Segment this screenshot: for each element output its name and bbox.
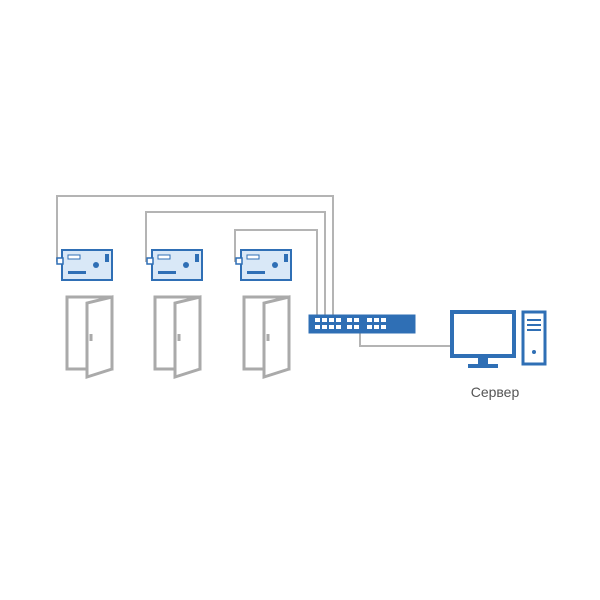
server-label: Сервер	[470, 384, 520, 400]
door-icon	[65, 295, 114, 380]
server-tower-icon	[521, 310, 547, 366]
cable-controller-3	[234, 229, 318, 315]
controller-board-icon	[235, 249, 292, 281]
network-switch-icon	[308, 314, 416, 334]
door-icon	[242, 295, 291, 380]
controller-board-icon	[56, 249, 113, 281]
cable-controller-2	[145, 211, 326, 315]
controller-board-icon	[146, 249, 203, 281]
door-icon	[153, 295, 202, 380]
cable-server	[359, 333, 452, 347]
cable-lines	[56, 195, 452, 347]
cable-controller-1	[56, 195, 334, 315]
monitor-icon	[450, 310, 516, 368]
